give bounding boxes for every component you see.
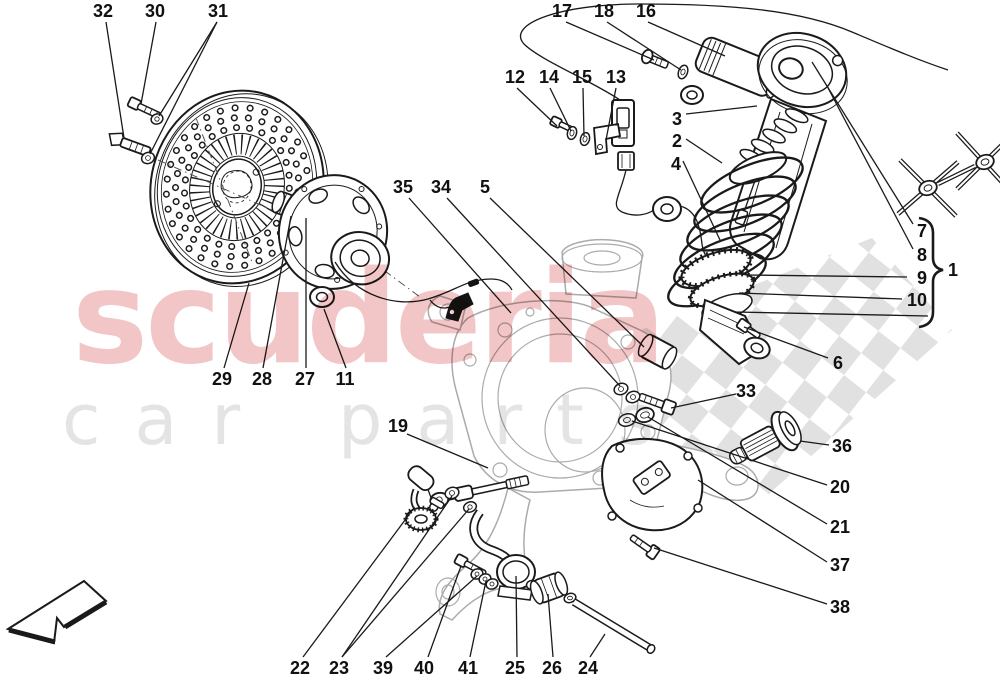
sway-bar-bushing: [529, 571, 569, 605]
sway-bar: [469, 509, 539, 601]
part-label-1: 1: [948, 260, 958, 280]
part-label-14: 14: [539, 67, 559, 87]
part-label-37: 37: [830, 555, 850, 575]
part-label-26: 26: [542, 658, 562, 678]
part-label-22: 22: [290, 658, 310, 678]
part-label-32: 32: [93, 1, 113, 21]
watermark-brand-text: scuderia: [72, 244, 663, 393]
part-label-41: 41: [458, 658, 478, 678]
shock-absorber: [519, 3, 949, 370]
part-label-23: 23: [329, 658, 349, 678]
direction-arrow: [5, 579, 108, 645]
cover-plate: [601, 437, 704, 532]
part-label-16: 16: [636, 1, 656, 21]
watermark-word-parts: parts: [338, 379, 688, 461]
brand-watermark: scuderia car parts: [62, 244, 688, 461]
part-label-39: 39: [373, 658, 393, 678]
reservoir-washer: [677, 64, 689, 80]
leader-lines: [105, 21, 929, 658]
part-label-20: 20: [830, 477, 850, 497]
part-labels: 32 30 31 17 18 16 12 14 15 13 3 2 4 35 3…: [93, 1, 958, 678]
part-label-17: 17: [552, 1, 572, 21]
part-label-11: 11: [335, 369, 354, 389]
part-label-7: 7: [917, 221, 927, 241]
part-label-40: 40: [414, 658, 434, 678]
part-label-30: 30: [145, 1, 165, 21]
part-label-35: 35: [393, 177, 413, 197]
part-label-29: 29: [212, 369, 232, 389]
part-label-9: 9: [917, 268, 927, 288]
part-label-5: 5: [480, 177, 490, 197]
shock-top-mount: [756, 32, 848, 115]
damper-cable: [519, 3, 949, 101]
part-label-27: 27: [295, 369, 315, 389]
cover-plate-bolt: [629, 534, 661, 561]
disc-stud: [108, 132, 152, 157]
shock-bushing: [637, 333, 678, 370]
part-label-24: 24: [578, 658, 598, 678]
clamp-washers: [470, 568, 499, 590]
washer-pair: [613, 382, 641, 404]
part-label-10: 10: [907, 290, 927, 310]
part-label-36: 36: [832, 436, 852, 456]
adjusting-tool: [896, 131, 1000, 218]
bracket-washers: [566, 125, 591, 147]
part-label-25: 25: [505, 658, 525, 678]
small-ring: [563, 592, 577, 604]
group-brace: [918, 216, 944, 329]
part-label-28: 28: [252, 369, 272, 389]
disc-washers: [140, 113, 164, 165]
part-label-8: 8: [917, 245, 927, 265]
part-label-4: 4: [671, 154, 681, 174]
part-label-18: 18: [594, 1, 614, 21]
part-label-6: 6: [833, 353, 843, 373]
part-label-21: 21: [830, 517, 850, 537]
part-label-13: 13: [606, 67, 626, 87]
part-label-15: 15: [572, 67, 592, 87]
part-label-33: 33: [736, 381, 756, 401]
part-label-34: 34: [431, 177, 451, 197]
link-washers: [444, 486, 478, 513]
abs-sensor: [445, 278, 480, 322]
part-label-12: 12: [505, 67, 525, 87]
part-label-3: 3: [672, 109, 682, 129]
part-label-31: 31: [208, 1, 228, 21]
watermark-word-car: car: [62, 379, 274, 461]
hub-grommet: [309, 286, 335, 308]
cable-grommet-ring: [652, 196, 682, 222]
part-label-2: 2: [672, 131, 682, 151]
part-label-19: 19: [388, 416, 408, 436]
sway-bar-rod: [571, 598, 656, 655]
part-label-38: 38: [830, 597, 850, 617]
